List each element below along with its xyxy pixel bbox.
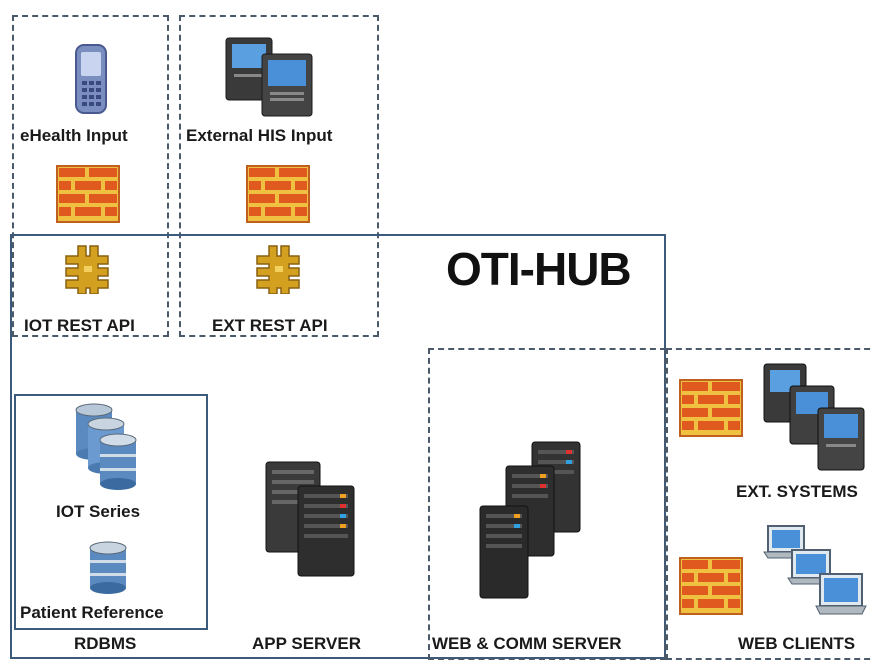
iot-series-label: IOT Series: [56, 502, 141, 521]
web-comm-server-icon: [478, 440, 582, 600]
external-his-computers-icon: [222, 34, 322, 120]
patient-reference-label: Patient Reference: [20, 603, 164, 622]
firewall-icon: [245, 164, 311, 224]
firewall-icon: [55, 164, 121, 224]
database-stack-icon: [74, 402, 138, 494]
firewall-icon: [678, 378, 744, 438]
database-icon: [86, 540, 130, 596]
web-clients-label: WEB CLIENTS: [738, 634, 856, 653]
firewall-icon: [678, 556, 744, 616]
rdbms-label: RDBMS: [74, 634, 137, 653]
rdbms-container: [14, 394, 208, 630]
iot-rest-api-label: IOT REST API: [24, 316, 135, 335]
ehealth-input-label: eHealth Input: [20, 126, 128, 145]
ext-rest-api-label: EXT REST API: [212, 316, 328, 335]
laptops-icon: [762, 522, 870, 622]
external-his-input-label: External HIS Input: [186, 126, 333, 145]
api-icon: [64, 244, 110, 294]
mobile-phone-icon: [74, 43, 108, 115]
app-server-label: APP SERVER: [252, 634, 361, 653]
app-server-icon: [264, 460, 356, 578]
external-his-input-container: [179, 15, 379, 337]
external-systems-computers-icon: [762, 362, 868, 474]
ehealth-input-container: [12, 15, 169, 337]
web-comm-server-label: WEB & COMM SERVER: [432, 634, 622, 653]
ext-systems-label: EXT. SYSTEMS: [736, 482, 858, 501]
api-icon: [255, 244, 301, 294]
hub-title: OTI-HUB: [446, 243, 632, 295]
